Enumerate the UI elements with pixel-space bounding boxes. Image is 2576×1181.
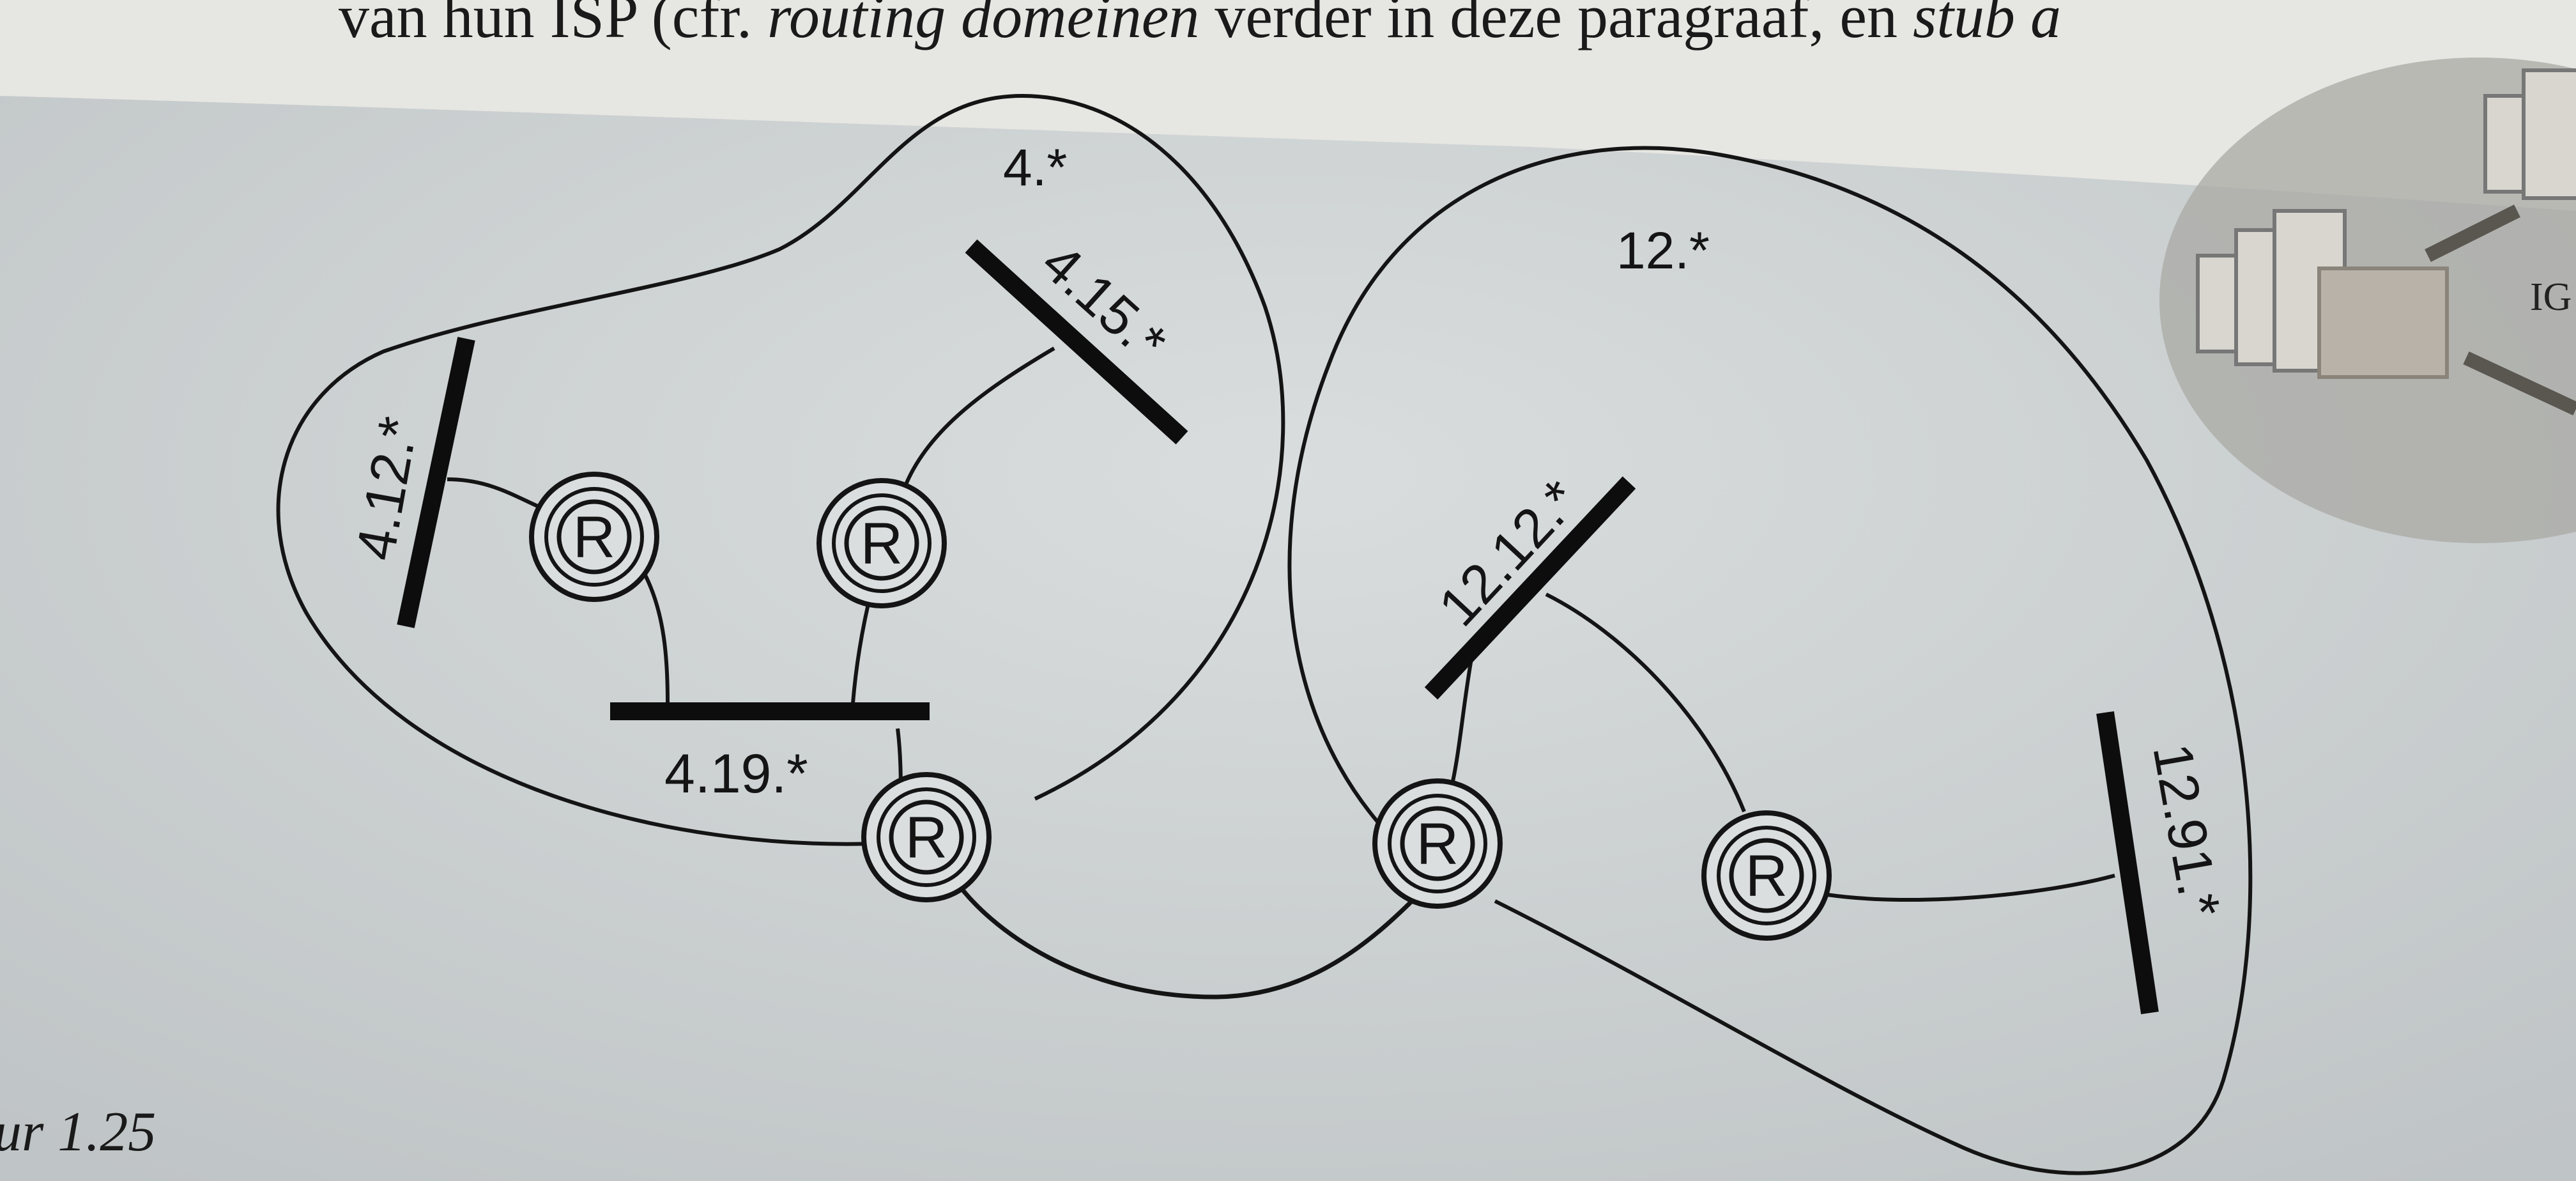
routing-domain-right (1287, 146, 2253, 1175)
subnet-bar-4-15 (965, 239, 1188, 445)
inter-domain-link (950, 874, 1420, 1000)
header-band (0, 0, 2576, 211)
router-4: R (1372, 778, 1503, 909)
router-2: R (816, 478, 947, 608)
router-3: R (861, 772, 992, 902)
figure-caption: ur 1.25 (0, 1101, 156, 1163)
router-1: R (529, 472, 659, 602)
svg-text:R: R (1416, 812, 1459, 877)
side-figure-label: IG (2530, 275, 2572, 319)
side-network-figure: IG (2159, 58, 2576, 543)
svg-text:R: R (573, 505, 615, 570)
subnet-bars (397, 239, 2159, 1015)
svg-text:R: R (1745, 844, 1788, 909)
header-text-line: van hun ISP (cfr. routing domeinen verde… (339, 0, 2061, 50)
svg-text:R: R (861, 511, 903, 576)
domain-outline-right (1287, 146, 2253, 1175)
domain-label-right: 12.* (1616, 222, 1710, 280)
subnet-label-4-19: 4.19.* (664, 743, 808, 805)
subnet-bar-12-91 (2096, 711, 2159, 1015)
domain-outline-left (276, 93, 1285, 846)
domain-label-left: 4.* (1003, 139, 1067, 197)
routing-domain-left (276, 93, 1285, 846)
router-5: R (1701, 810, 1832, 941)
links-right (1448, 592, 2115, 902)
subnet-bar-12-12 (1424, 476, 1636, 700)
routers: R R R R R (529, 472, 1832, 941)
arrow-icon (2425, 205, 2576, 415)
switch-icon (2317, 266, 2449, 379)
svg-text:R: R (905, 805, 947, 870)
subnet-bar-4-12 (397, 337, 475, 628)
